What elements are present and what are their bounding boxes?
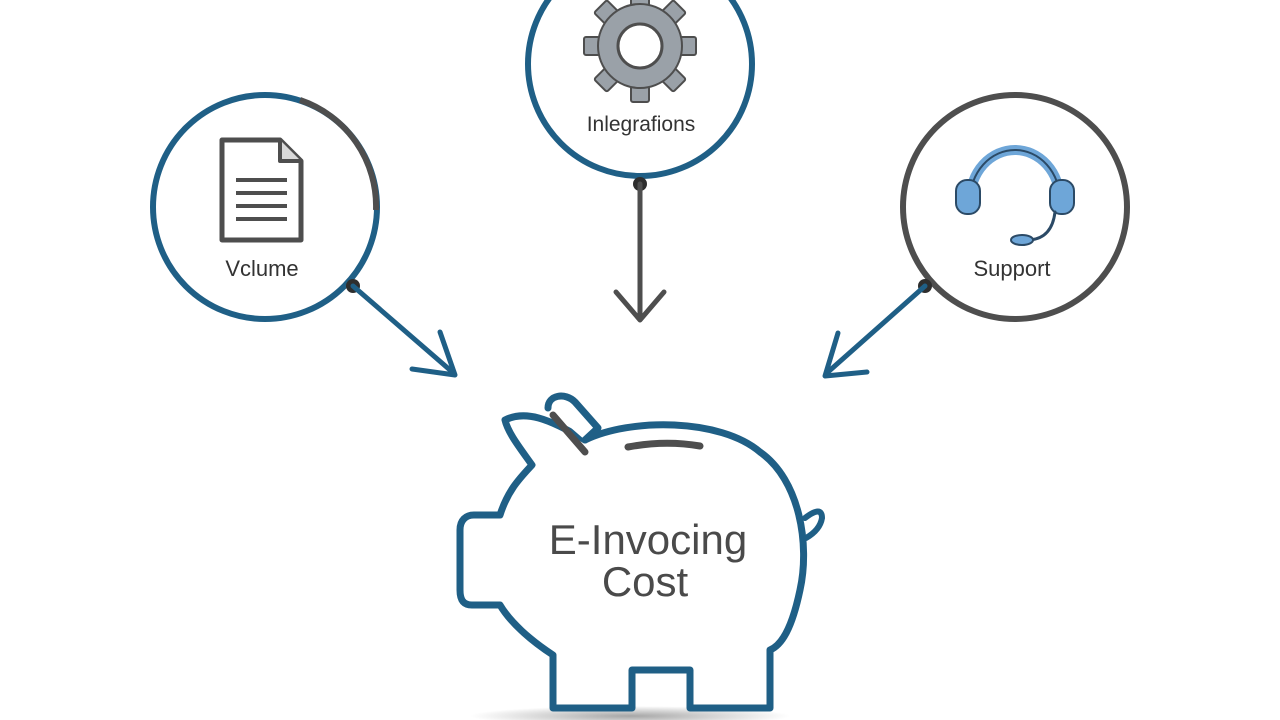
volume-arrow: [346, 279, 458, 378]
document-icon: [219, 137, 304, 243]
volume-label: Vclume: [225, 256, 298, 281]
piggy-body: [456, 412, 808, 712]
support-label: Support: [973, 256, 1050, 281]
integrations-node: Inlegrafions: [525, 0, 755, 323]
piggy-bank-icon: E-Invocing Cost: [456, 392, 826, 720]
center-label-line2: Cost: [602, 558, 689, 605]
volume-node: Vclume: [150, 92, 458, 378]
center-label-line1: E-Invocing: [549, 516, 747, 563]
integrations-arrow: [613, 177, 667, 323]
volume-circle-accent: [299, 97, 380, 211]
gear-icon: [583, 0, 697, 103]
integrations-label: Inlegrafions: [587, 113, 696, 136]
support-circle: [900, 92, 1130, 322]
support-arrow: [822, 279, 932, 379]
support-node: Support: [822, 92, 1130, 379]
headset-icon: [955, 145, 1075, 246]
